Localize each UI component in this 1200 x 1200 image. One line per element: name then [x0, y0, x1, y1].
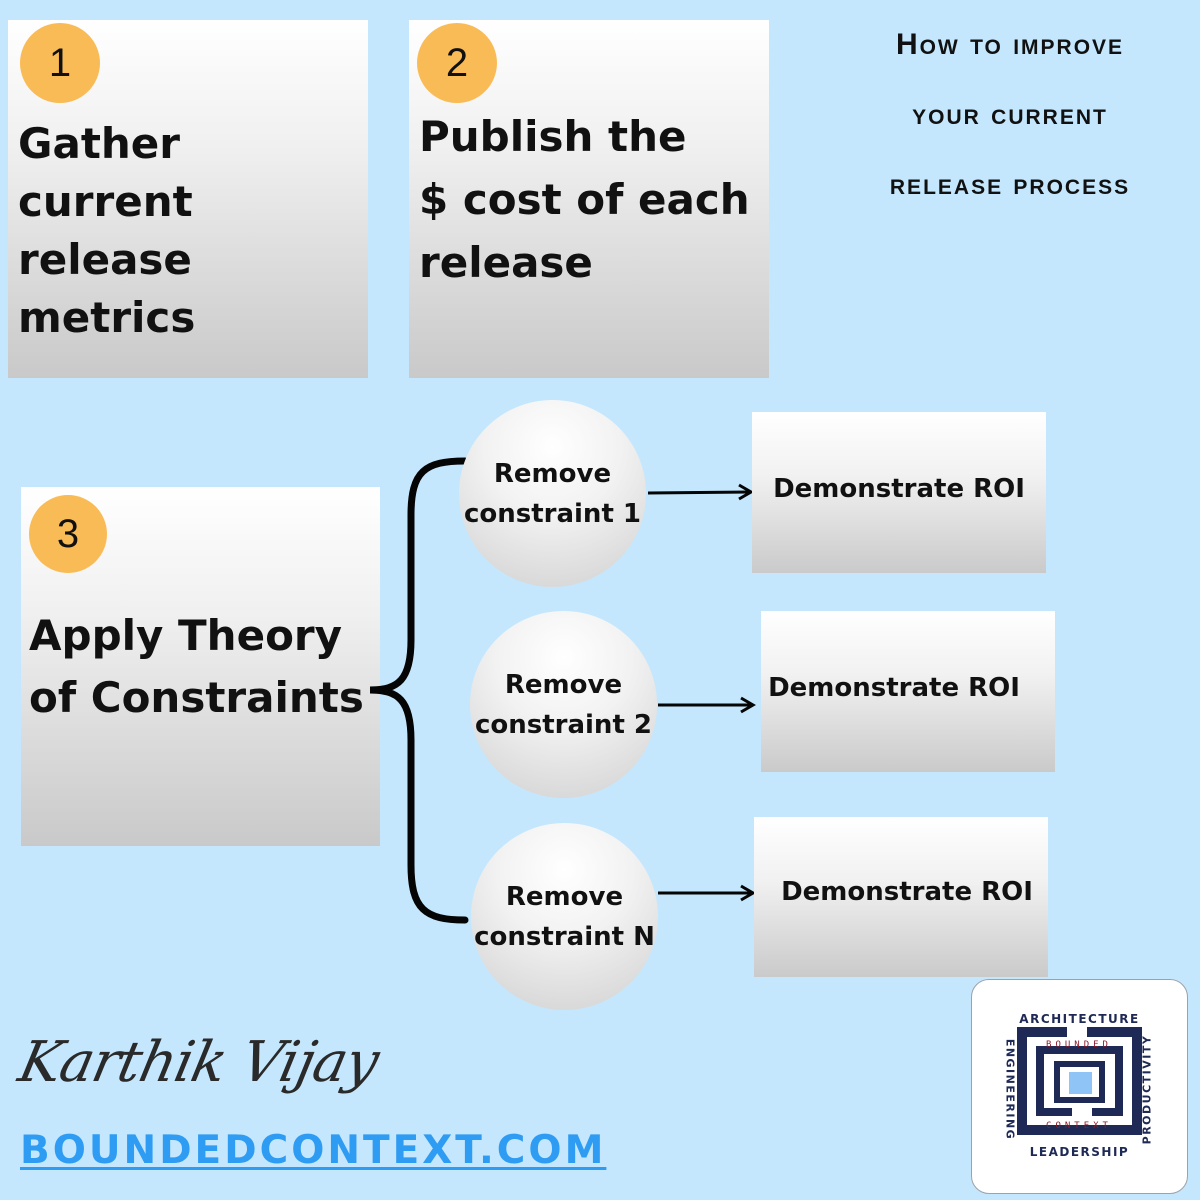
- step-2-box: 2 Publish the $ cost of each release: [409, 20, 769, 378]
- arrow-2: [658, 696, 756, 714]
- constraint-1-line-1: Remove: [493, 458, 612, 489]
- curly-brace: [369, 457, 469, 924]
- constraint-n-line-2: constraint N: [474, 921, 655, 952]
- bounded-context-logo: ARCHITECTURE LEADERSHIP ENGINEERING PROD…: [971, 979, 1188, 1194]
- step-3-line-1: Apply Theory: [29, 611, 343, 660]
- constraint-2-line-2: constraint 2: [474, 709, 653, 740]
- roi-box-1: Demonstrate ROI: [752, 412, 1046, 573]
- page-title: How to improve your current release proc…: [830, 28, 1190, 238]
- logo-label-bottom: LEADERSHIP: [1029, 1145, 1130, 1159]
- constraint-2-line-1: Remove: [504, 669, 623, 700]
- constraint-1-line-2: constraint 1: [463, 498, 642, 529]
- step-3-badge: 3: [29, 495, 107, 573]
- constraint-2-circle: Remove constraint 2: [470, 611, 657, 798]
- logo-label-top: ARCHITECTURE: [1019, 1012, 1140, 1026]
- roi-box-2: Demonstrate ROI: [761, 611, 1055, 772]
- title-line-1: How to improve: [895, 28, 1125, 61]
- logo-maze-icon: BOUNDED CONTEXT: [1017, 1026, 1142, 1135]
- step-2-text: Publish the $ cost of each release: [419, 105, 750, 294]
- step-1-box: 1 Gather current release metrics: [8, 20, 368, 378]
- step-1-line-1: Gather current: [18, 119, 193, 226]
- roi-box-3: Demonstrate ROI: [754, 817, 1048, 977]
- title-line-2: your current: [912, 98, 1108, 131]
- website-link[interactable]: BOUNDEDCONTEXT.COM: [20, 1128, 607, 1173]
- step-1-text: Gather current release metrics: [18, 115, 368, 347]
- arrow-1: [647, 483, 754, 501]
- arrow-3: [658, 884, 756, 902]
- step-2-line-3: release: [419, 238, 593, 287]
- step-1-badge: 1: [20, 23, 100, 103]
- step-3-box: 3 Apply Theory of Constraints: [21, 487, 380, 846]
- step-3-line-2: of Constraints: [29, 673, 364, 722]
- step-3-text: Apply Theory of Constraints: [29, 605, 364, 729]
- constraint-n-circle: Remove constraint N: [471, 823, 658, 1010]
- title-line-3: release process: [889, 168, 1131, 201]
- step-1-line-2: release metrics: [18, 235, 196, 342]
- constraint-n-line-1: Remove: [505, 881, 624, 912]
- step-2-badge: 2: [417, 23, 497, 103]
- constraint-1-circle: Remove constraint 1: [459, 400, 646, 587]
- step-2-line-2: $ cost of each: [419, 175, 750, 224]
- logo-inner-top-text: BOUNDED: [1046, 1040, 1112, 1050]
- author-signature: Karthik Vijay: [13, 1030, 384, 1095]
- logo-inner-bottom-text: CONTEXT: [1046, 1121, 1112, 1131]
- step-2-line-1: Publish the: [419, 112, 687, 161]
